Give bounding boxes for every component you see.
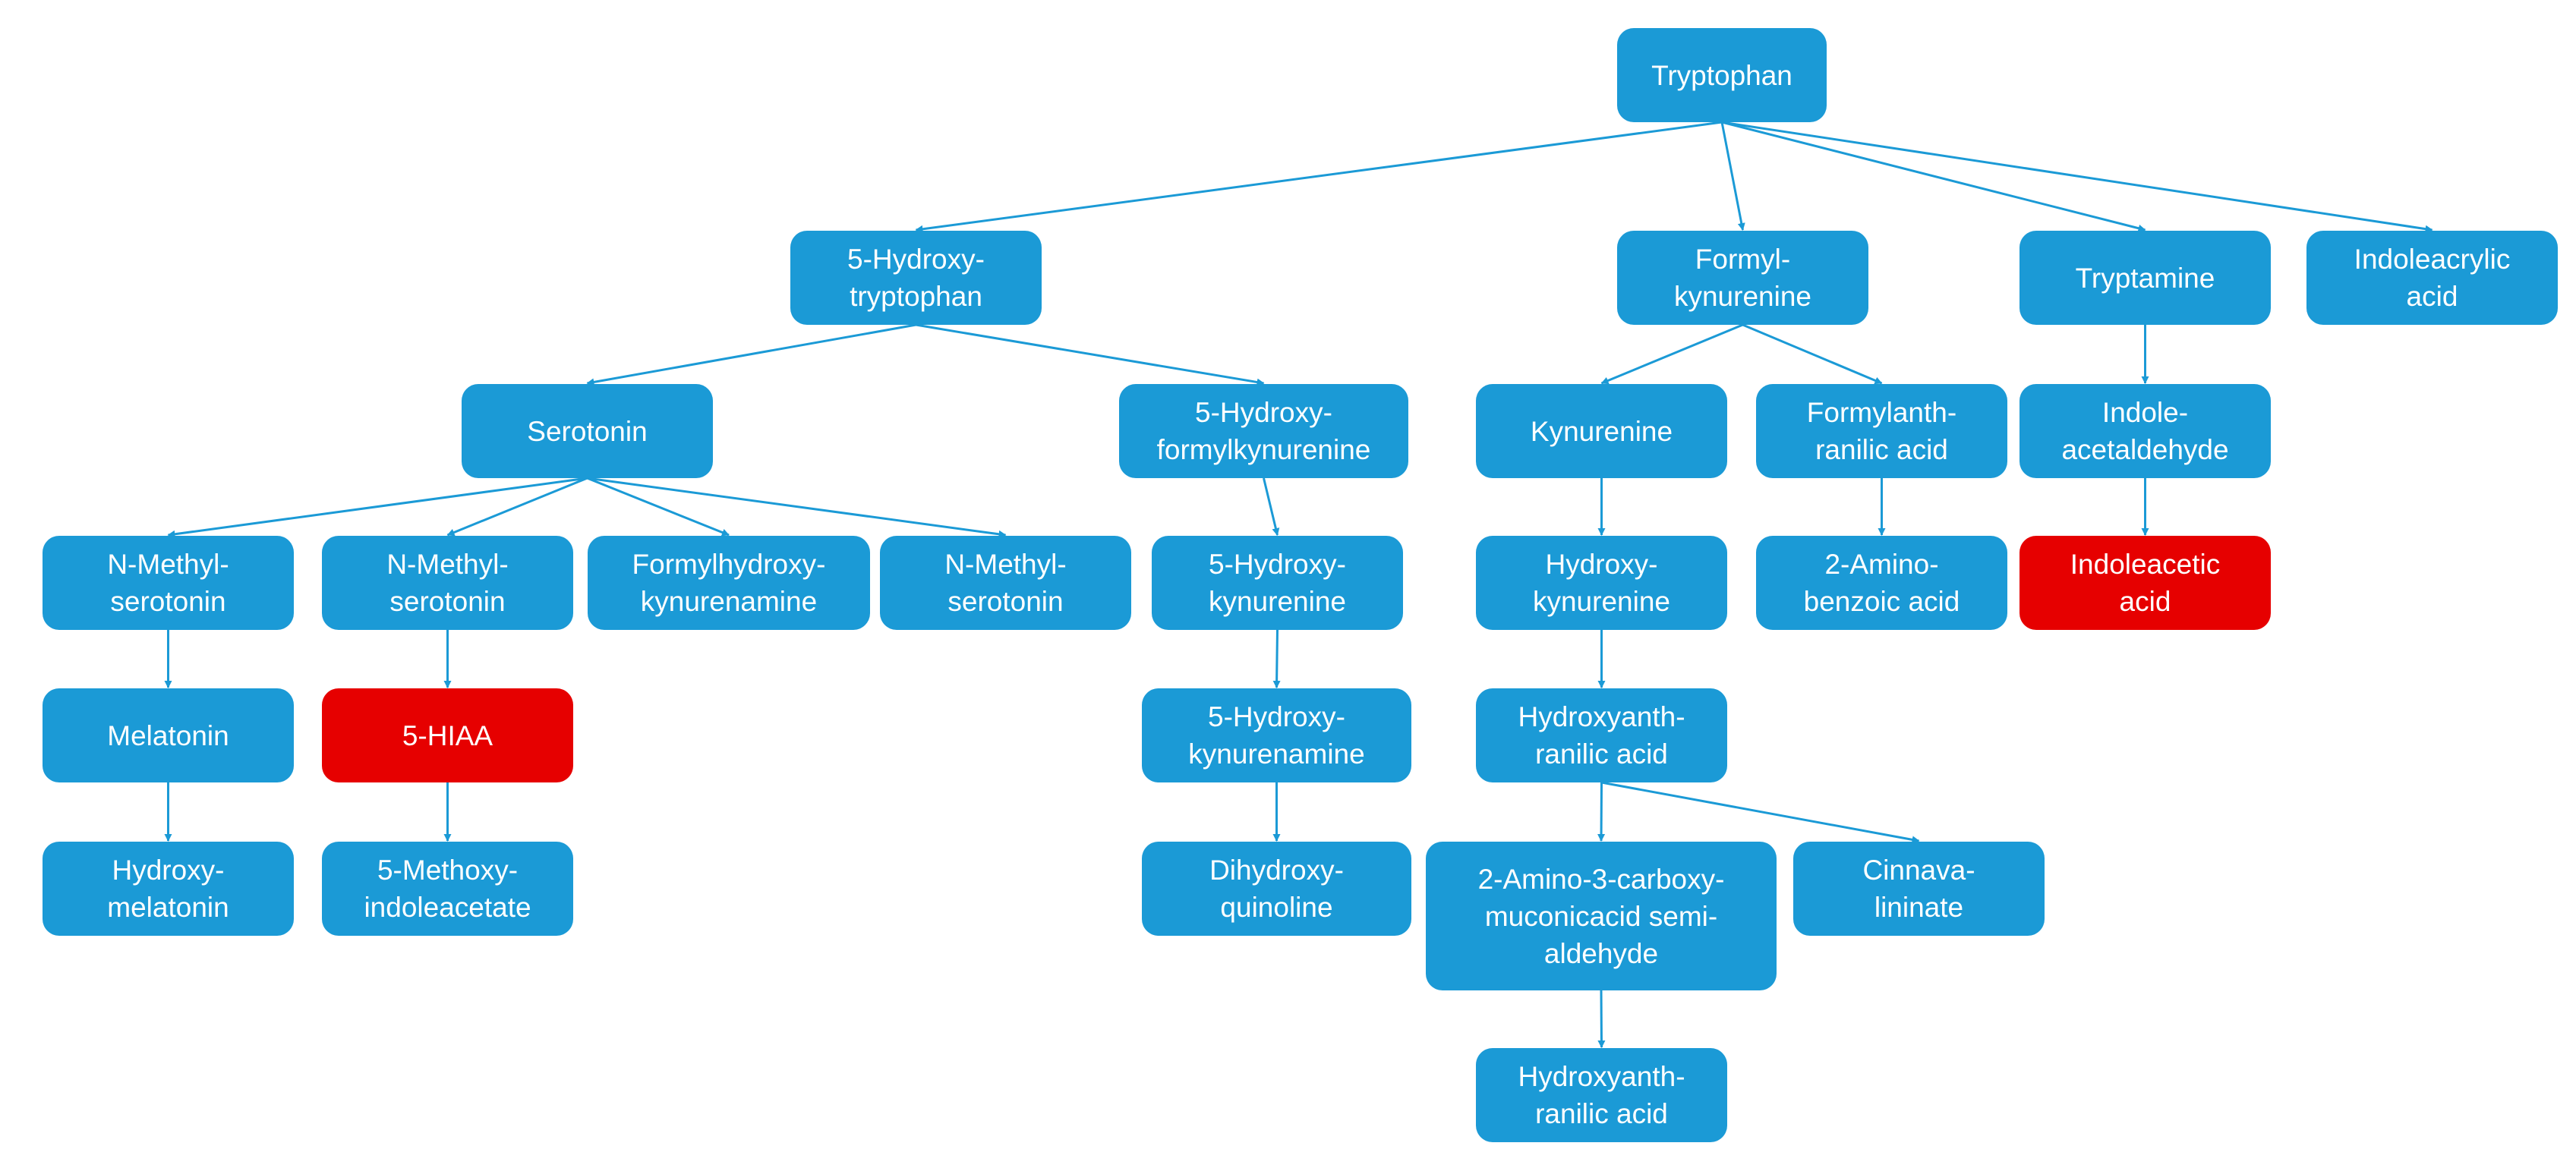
node-label: Tryptophan bbox=[1651, 59, 1792, 91]
node-label: Formylanth- ranilic acid bbox=[1806, 397, 1957, 465]
node-5-methoxyindoleacetate: 5-Methoxy- indoleacetate bbox=[322, 842, 573, 936]
node-label: Indoleacetic acid bbox=[2070, 549, 2221, 617]
node-label: Cinnava- lininate bbox=[1862, 855, 1975, 923]
node-label: 5-Hydroxy- kynurenine bbox=[1208, 549, 1346, 617]
node-5-hydroxytryptophan: 5-Hydroxy- tryptophan bbox=[790, 231, 1042, 325]
connector-amino_carboxymuconic-to-hydroxyanthranilic_acid_2 bbox=[1597, 990, 1606, 1048]
node-5-hiaa: 5-HIAA bbox=[322, 688, 573, 782]
connector-tryptophan-to-indoleacrylic_acid bbox=[1721, 121, 2433, 233]
node-label: N-Methyl- serotonin bbox=[944, 549, 1067, 617]
node-label: Hydroxy- kynurenine bbox=[1532, 549, 1670, 617]
node-label: 5-HIAA bbox=[402, 719, 493, 751]
node-label: Hydroxyanth- ranilic acid bbox=[1518, 1061, 1685, 1129]
node-label: Serotonin bbox=[527, 415, 648, 447]
connector-serotonin-to-formylhydroxykynurenamine bbox=[586, 477, 730, 537]
node-label: 5-Hydroxy- formylkynurenine bbox=[1156, 397, 1371, 465]
node-melatonin: Melatonin bbox=[43, 688, 294, 782]
node-label: 5-Hydroxy- tryptophan bbox=[847, 244, 985, 312]
node-5-hydroxyformylkynurenine: 5-Hydroxy- formylkynurenine bbox=[1119, 384, 1408, 478]
connector-serotonin-to-n_methylserotonin_3 bbox=[587, 477, 1007, 538]
connector-hydroxytryptophan-to-hydroxyformylkynurenine bbox=[916, 323, 1265, 386]
connector-tryptophan-to-formylkynurenine bbox=[1720, 121, 1745, 231]
node-label: 2-Amino- benzoic acid bbox=[1803, 549, 1960, 617]
node-label: Indole- acetaldehyde bbox=[2061, 397, 2229, 465]
node-kynurenine: Kynurenine bbox=[1476, 384, 1727, 478]
node-hydroxyanthranilic-acid-2: Hydroxyanth- ranilic acid bbox=[1476, 1048, 1727, 1142]
connector-hydroxykynurenine_5-to-hydroxykynurenamine bbox=[1272, 629, 1281, 688]
node-label: Indoleacrylic acid bbox=[2354, 244, 2511, 312]
connector-tryptophan-to-tryptamine bbox=[1721, 121, 2146, 232]
node-label: Formyl- kynurenine bbox=[1673, 244, 1811, 312]
connector-hydroxyanthranilic_acid_1-to-cinnavalininate bbox=[1601, 781, 1920, 844]
node-tryptophan: Tryptophan bbox=[1617, 28, 1827, 122]
node-label: 5-Hydroxy- kynurenamine bbox=[1188, 701, 1365, 770]
node-indoleacrylic-acid: Indoleacrylic acid bbox=[2306, 231, 2558, 325]
node-label: Dihydroxy- quinoline bbox=[1209, 855, 1344, 923]
node-label: Formylhydroxy- kynurenamine bbox=[632, 549, 826, 617]
node-2-aminobenzoic-acid: 2-Amino- benzoic acid bbox=[1756, 536, 2007, 630]
node-indoleacetic-acid: Indoleacetic acid bbox=[2019, 536, 2271, 630]
node-n-methylserotonin-2: N-Methyl- serotonin bbox=[322, 536, 573, 630]
connector-formylkynurenine-to-kynurenine bbox=[1600, 323, 1744, 385]
node-n-methylserotonin-1: N-Methyl- serotonin bbox=[43, 536, 294, 630]
node-label: N-Methyl- serotonin bbox=[107, 549, 229, 617]
connector-formylkynurenine-to-formylanthranilic_acid bbox=[1742, 323, 1883, 385]
node-n-methylserotonin-3: N-Methyl- serotonin bbox=[880, 536, 1131, 630]
node-5-hydroxykynurenamine: 5-Hydroxy- kynurenamine bbox=[1142, 688, 1411, 782]
node-tryptamine: Tryptamine bbox=[2019, 231, 2271, 325]
connector-hydroxyformylkynurenine-to-hydroxykynurenine_5 bbox=[1263, 477, 1280, 536]
node-formylanthranilic-acid: Formylanth- ranilic acid bbox=[1756, 384, 2007, 478]
node-formylkynurenine: Formyl- kynurenine bbox=[1617, 231, 1868, 325]
node-label: Hydroxyanth- ranilic acid bbox=[1518, 701, 1685, 770]
node-label: Tryptamine bbox=[2075, 262, 2215, 294]
connector-hydroxyanthranilic_acid_1-to-amino_carboxymuconic bbox=[1597, 782, 1606, 842]
node-label: 5-Methoxy- indoleacetate bbox=[364, 855, 531, 923]
node-cinnavalininate: Cinnava- lininate bbox=[1793, 842, 2045, 936]
node-label: Melatonin bbox=[107, 719, 229, 751]
node-label: 2-Amino-3-carboxy- muconicacid semi- ald… bbox=[1477, 863, 1725, 969]
node-5-hydroxykynurenine: 5-Hydroxy- kynurenine bbox=[1152, 536, 1403, 630]
node-label: Kynurenine bbox=[1530, 415, 1673, 447]
node-serotonin: Serotonin bbox=[462, 384, 713, 478]
node-formylhydroxykynurenamine: Formylhydroxy- kynurenamine bbox=[588, 536, 870, 630]
node-indoleacetaldehyde: Indole- acetaldehyde bbox=[2019, 384, 2271, 478]
node-hydroxykynurenine: Hydroxy- kynurenine bbox=[1476, 536, 1727, 630]
node-label: Hydroxy- melatonin bbox=[107, 855, 229, 923]
connector-tryptophan-to-hydroxytryptophan bbox=[915, 121, 1723, 233]
node-dihydroxyquinoline: Dihydroxy- quinoline bbox=[1142, 842, 1411, 936]
connector-serotonin-to-n_methylserotonin_2 bbox=[446, 477, 588, 537]
node-hydroxyanthranilic-acid-1: Hydroxyanth- ranilic acid bbox=[1476, 688, 1727, 782]
node-label: N-Methyl- serotonin bbox=[386, 549, 509, 617]
connector-hydroxytryptophan-to-serotonin bbox=[586, 323, 916, 386]
node-hydroxymelatonin: Hydroxy- melatonin bbox=[43, 842, 294, 936]
connector-serotonin-to-n_methylserotonin_1 bbox=[167, 477, 588, 538]
node-amino-carboxymuconic-semialdehyde: 2-Amino-3-carboxy- muconicacid semi- ald… bbox=[1426, 842, 1777, 990]
